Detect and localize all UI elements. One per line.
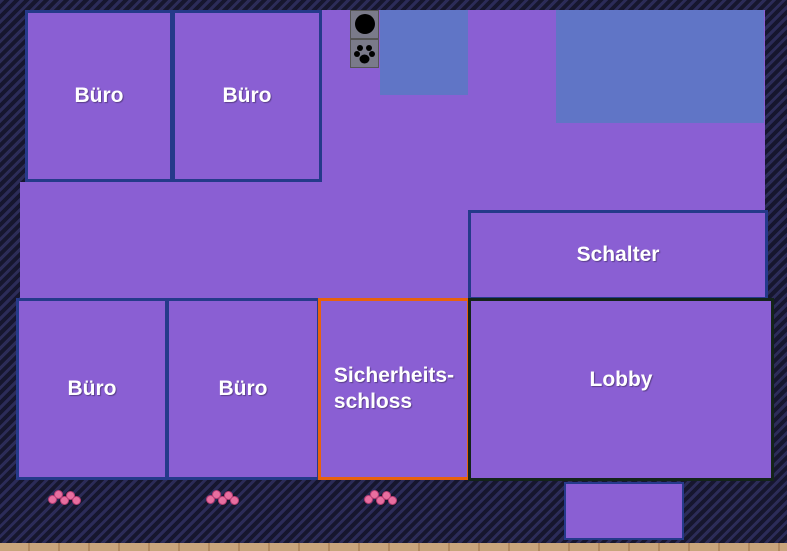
room-office-4[interactable]: Büro xyxy=(166,298,320,480)
flower-bed-icon xyxy=(46,488,81,506)
room-vault-label-line2: schloss xyxy=(333,390,413,413)
room-office-2[interactable]: Büro xyxy=(172,10,322,182)
room-office-4-label: Büro xyxy=(218,377,268,400)
room-lobby[interactable]: Lobby xyxy=(468,298,774,481)
object-slot-1[interactable] xyxy=(350,10,379,39)
room-vault-label-line1: Sicherheits- xyxy=(333,364,455,387)
room-office-2-label: Büro xyxy=(222,84,272,107)
black-circle-icon xyxy=(355,14,375,34)
room-lobby-label: Lobby xyxy=(589,367,653,391)
room-vault[interactable]: Sicherheits- schloss xyxy=(318,298,470,480)
room-office-3[interactable]: Büro xyxy=(16,298,168,480)
room-counter-label: Schalter xyxy=(576,243,660,266)
flower-bed-icon xyxy=(362,488,397,506)
room-office-3-label: Büro xyxy=(67,377,117,400)
unassigned-zone-small[interactable] xyxy=(380,10,468,95)
flower-bed-icon xyxy=(204,488,239,506)
room-office-1[interactable]: Büro xyxy=(25,10,173,182)
room-office-1-label: Büro xyxy=(74,84,124,107)
room-counter[interactable]: Schalter xyxy=(468,210,768,300)
unassigned-zone-large[interactable] xyxy=(556,10,764,123)
paw-print-icon xyxy=(354,45,375,64)
sidewalk-strip xyxy=(0,543,787,551)
room-vault-label: Sicherheits- schloss xyxy=(334,363,454,415)
corridor-floor-bottom[interactable] xyxy=(564,482,684,540)
object-slot-2[interactable] xyxy=(350,39,379,68)
corridor-floor-middle[interactable] xyxy=(20,182,470,300)
